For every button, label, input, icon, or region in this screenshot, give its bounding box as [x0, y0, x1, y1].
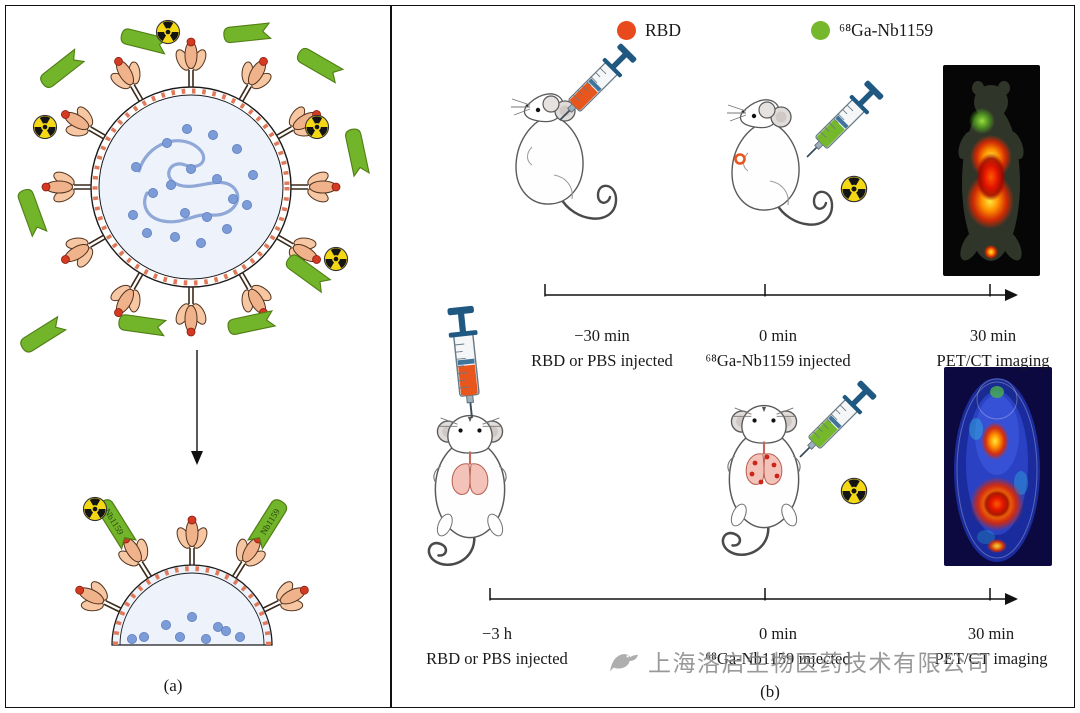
- timeline-1: [544, 284, 1018, 301]
- rbd-dot-icon: [617, 21, 636, 40]
- timepoint-exp2-1: −3 h RBD or PBS injected: [426, 622, 568, 672]
- rbd-injection-site: [734, 153, 746, 165]
- timepoint-event: ⁶⁸Ga-Nb1159 injected: [705, 350, 851, 370]
- timepoint-exp1-3: 30 min PET/CT imaging: [937, 324, 1050, 374]
- timepoint-time: 30 min: [969, 326, 1017, 345]
- genome-dots: [128, 124, 259, 249]
- nanobody-icon: [294, 45, 344, 84]
- panel-a-art: Nb1159 Nb1159: [15, 19, 370, 646]
- timepoint-time: −3 h: [482, 624, 512, 643]
- legend-item-tracer: ⁶⁸Ga-Nb1159: [810, 20, 934, 41]
- rbd-in-lungs: [749, 454, 780, 485]
- legend: RBD ⁶⁸Ga-Nb1159: [617, 20, 933, 41]
- rbd-legend-label: RBD: [645, 20, 681, 40]
- tracer-dot-icon: [810, 21, 830, 40]
- arrow-down-icon: [191, 350, 203, 465]
- watermark: 上海洛启生物医药技术有限公司: [606, 644, 991, 678]
- nanobody-icon: [226, 310, 276, 337]
- tracer-legend-label: ⁶⁸Ga-Nb1159: [838, 20, 934, 40]
- pet-image-2: [944, 367, 1052, 566]
- syringe-rbd-icon-2: [445, 304, 488, 421]
- mouse-rbd-lung: [427, 414, 508, 567]
- timepoint-time: −30 min: [574, 326, 630, 345]
- legend-item-rbd: RBD: [617, 20, 681, 41]
- timepoint-time: 0 min: [758, 624, 798, 643]
- timepoint-exp1-1: −30 min RBD or PBS injected: [531, 324, 673, 374]
- syringe-tracer-icon-2: [790, 378, 879, 467]
- genome-dots: [127, 611, 246, 644]
- virus-particle: [41, 37, 341, 337]
- timepoint-event: RBD or PBS injected: [531, 350, 673, 370]
- timepoint-exp1-2: 0 min ⁶⁸Ga-Nb1159 injected: [705, 324, 850, 374]
- nanobody-icon: [343, 127, 370, 177]
- panel-divider: [390, 5, 392, 708]
- timeline-2: [489, 588, 1018, 605]
- half-virus: Nb1159 Nb1159: [67, 496, 317, 646]
- timepoint-event: PET/CT imaging: [936, 350, 1050, 370]
- radiation-icon: [82, 496, 108, 522]
- syringe-tracer-icon: [797, 78, 886, 167]
- nanobody-icon: [17, 316, 67, 355]
- mouse-rbd-subq: [509, 92, 618, 220]
- radiation-icon: [323, 246, 349, 272]
- radiation-icon: [304, 114, 330, 140]
- bird-logo-icon: [609, 654, 638, 672]
- radiation-icon: [840, 175, 868, 203]
- watermark-text: 上海洛启生物医药技术有限公司: [648, 651, 991, 676]
- pet-ct-image-1: [943, 65, 1040, 276]
- membrane-ring: [92, 88, 290, 286]
- panel-b-art: [427, 41, 1052, 605]
- figure-border: [5, 5, 1075, 708]
- timepoint-exp2-3: 30 min PET/CT imaging: [935, 622, 1048, 672]
- timepoint-event: ⁶⁸Ga-Nb1159 injected: [705, 648, 851, 668]
- nanobody-icon: [15, 187, 48, 237]
- timepoint-time: 30 min: [967, 624, 1015, 643]
- panel-b-label: (b): [760, 682, 780, 701]
- radiation-icon: [32, 114, 58, 140]
- radiation-icon: [840, 477, 868, 505]
- rna-genome: [137, 139, 240, 224]
- radiation-icon: [155, 19, 181, 45]
- timepoint-exp2-2: 0 min ⁶⁸Ga-Nb1159 injected: [705, 622, 850, 672]
- panel-a-label: (a): [163, 676, 183, 695]
- timepoint-event: PET/CT imaging: [934, 648, 1048, 668]
- nanobody-icon: [37, 48, 85, 91]
- nanobody-icon: [117, 313, 167, 337]
- nanobody-icon: [222, 22, 272, 44]
- timepoint-time: 0 min: [758, 326, 798, 345]
- syringe-rbd-icon: [550, 41, 639, 130]
- timepoint-event: RBD or PBS injected: [426, 648, 568, 668]
